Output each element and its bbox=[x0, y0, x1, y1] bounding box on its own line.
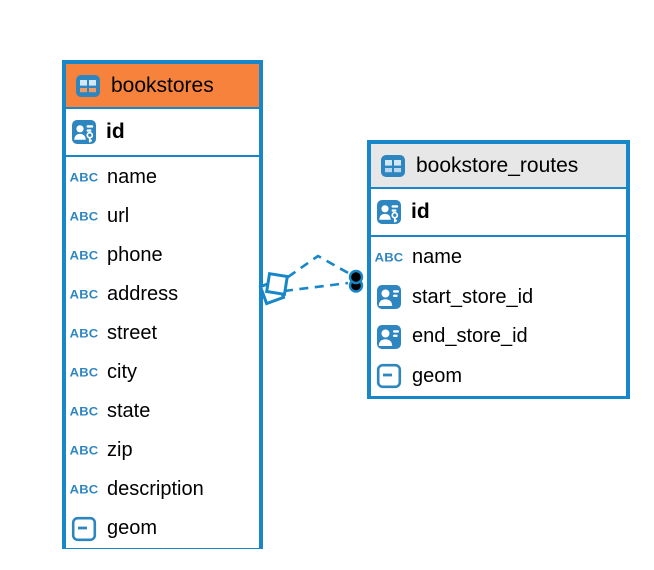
column-name: state bbox=[107, 400, 151, 422]
column-row-phone[interactable]: ABC phone bbox=[66, 236, 259, 275]
table-title: bookstore_routes bbox=[416, 153, 579, 177]
column-row-name[interactable]: ABC name bbox=[371, 238, 626, 278]
column-name: name bbox=[107, 166, 158, 188]
column-name: phone bbox=[107, 244, 163, 266]
abc-text-icon: ABC bbox=[69, 482, 99, 497]
column-row-address[interactable]: ABC address bbox=[66, 275, 259, 314]
user-ref-icon bbox=[374, 323, 404, 351]
column-name: address bbox=[107, 283, 179, 305]
relationship-target-stacked-dots-icon[interactable] bbox=[348, 269, 364, 293]
table-title: bookstores bbox=[111, 73, 214, 97]
column-row-city[interactable]: ABC city bbox=[66, 353, 259, 392]
abc-text-icon: ABC bbox=[374, 250, 404, 265]
column-name: geom bbox=[412, 364, 463, 387]
column-row-street[interactable]: ABC street bbox=[66, 314, 259, 353]
column-row-pk-id[interactable]: id bbox=[371, 189, 626, 237]
table-header-bookstore-routes[interactable]: bookstore_routes bbox=[371, 144, 626, 189]
column-row-name[interactable]: ABC name bbox=[66, 158, 259, 197]
table-grid-icon bbox=[378, 152, 408, 180]
user-ref-icon bbox=[374, 283, 404, 311]
column-name: zip bbox=[107, 439, 133, 461]
primary-key-column-name: id bbox=[411, 200, 430, 223]
geometry-icon bbox=[374, 362, 404, 390]
abc-text-icon: ABC bbox=[69, 209, 99, 224]
abc-text-icon: ABC bbox=[69, 248, 99, 263]
column-row-zip[interactable]: ABC zip bbox=[66, 431, 259, 470]
primary-key-column-name: id bbox=[106, 120, 125, 143]
column-name: url bbox=[107, 205, 130, 227]
table-bookstore-routes[interactable]: bookstore_routes id ABC name start_store_i… bbox=[367, 140, 630, 399]
column-row-geom[interactable]: geom bbox=[66, 509, 259, 548]
abc-text-icon: ABC bbox=[69, 287, 99, 302]
column-name: geom bbox=[107, 517, 158, 539]
column-name: city bbox=[107, 361, 137, 383]
column-name: description bbox=[107, 478, 204, 500]
relationship-line-end-store-id[interactable] bbox=[283, 281, 349, 293]
user-key-icon bbox=[374, 198, 404, 226]
column-name: start_store_id bbox=[412, 285, 534, 308]
relationship-source-stacked-squares-icon[interactable] bbox=[258, 271, 290, 306]
column-row-state[interactable]: ABC state bbox=[66, 392, 259, 431]
table-header-bookstores[interactable]: bookstores bbox=[66, 64, 259, 109]
column-name: name bbox=[412, 246, 463, 269]
table-grid-icon bbox=[73, 72, 103, 100]
user-key-icon bbox=[69, 118, 99, 146]
abc-text-icon: ABC bbox=[69, 404, 99, 419]
column-row-end_store_id[interactable]: end_store_id bbox=[371, 317, 626, 357]
geometry-icon bbox=[69, 515, 99, 543]
abc-text-icon: ABC bbox=[69, 443, 99, 458]
column-row-geom[interactable]: geom bbox=[371, 356, 626, 396]
abc-text-icon: ABC bbox=[69, 365, 99, 380]
column-row-pk-id[interactable]: id bbox=[66, 109, 259, 157]
relationship-line-start-store-id[interactable] bbox=[287, 254, 351, 279]
column-row-start_store_id[interactable]: start_store_id bbox=[371, 277, 626, 317]
column-row-description[interactable]: ABC description bbox=[66, 470, 259, 509]
column-name: street bbox=[107, 322, 158, 344]
column-row-url[interactable]: ABC url bbox=[66, 197, 259, 236]
column-name: end_store_id bbox=[412, 325, 528, 348]
abc-text-icon: ABC bbox=[69, 326, 99, 341]
abc-text-icon: ABC bbox=[69, 170, 99, 185]
